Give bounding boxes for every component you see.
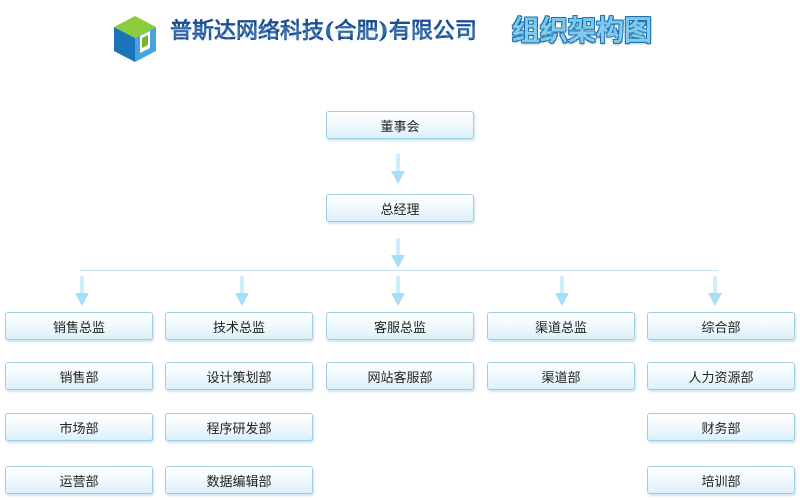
arrow-down-icon: [235, 276, 249, 306]
node-operations-dept: 运营部: [5, 466, 153, 494]
node-marketing-dept: 市场部: [5, 413, 153, 441]
arrow-down-icon: [391, 154, 405, 184]
node-tech-director: 技术总监: [165, 312, 313, 340]
connector-line: [80, 270, 718, 271]
node-service-director: 客服总监: [326, 312, 474, 340]
node-sales-dept: 销售部: [5, 362, 153, 390]
node-finance-dept: 财务部: [647, 413, 795, 441]
node-general-manager: 总经理: [326, 194, 474, 222]
node-channel-dept: 渠道部: [487, 362, 635, 390]
node-web-service-dept: 网站客服部: [326, 362, 474, 390]
chart-title: 组织架构图: [512, 14, 653, 47]
node-design-planning-dept: 设计策划部: [165, 362, 313, 390]
node-data-editing-dept: 数据编辑部: [165, 466, 313, 494]
node-hr-dept: 人力资源部: [647, 362, 795, 390]
node-sales-director: 销售总监: [5, 312, 153, 340]
company-name: 普斯达网络科技(合肥)有限公司: [170, 18, 477, 44]
node-program-rd-dept: 程序研发部: [165, 413, 313, 441]
company-logo-icon: [114, 16, 156, 62]
node-general-affairs-dept: 综合部: [647, 312, 795, 340]
node-board: 董事会: [326, 111, 474, 139]
arrow-down-icon: [391, 276, 405, 306]
arrow-down-icon: [555, 276, 569, 306]
node-training-dept: 培训部: [647, 466, 795, 494]
company-name-reflection: 普斯达网络科技(合肥)有限公司: [170, 26, 477, 41]
node-channel-director: 渠道总监: [487, 312, 635, 340]
arrow-down-icon: [391, 238, 405, 268]
arrow-down-icon: [708, 276, 722, 306]
arrow-down-icon: [75, 276, 89, 306]
chart-title-reflection: 组织架构图: [512, 25, 653, 44]
